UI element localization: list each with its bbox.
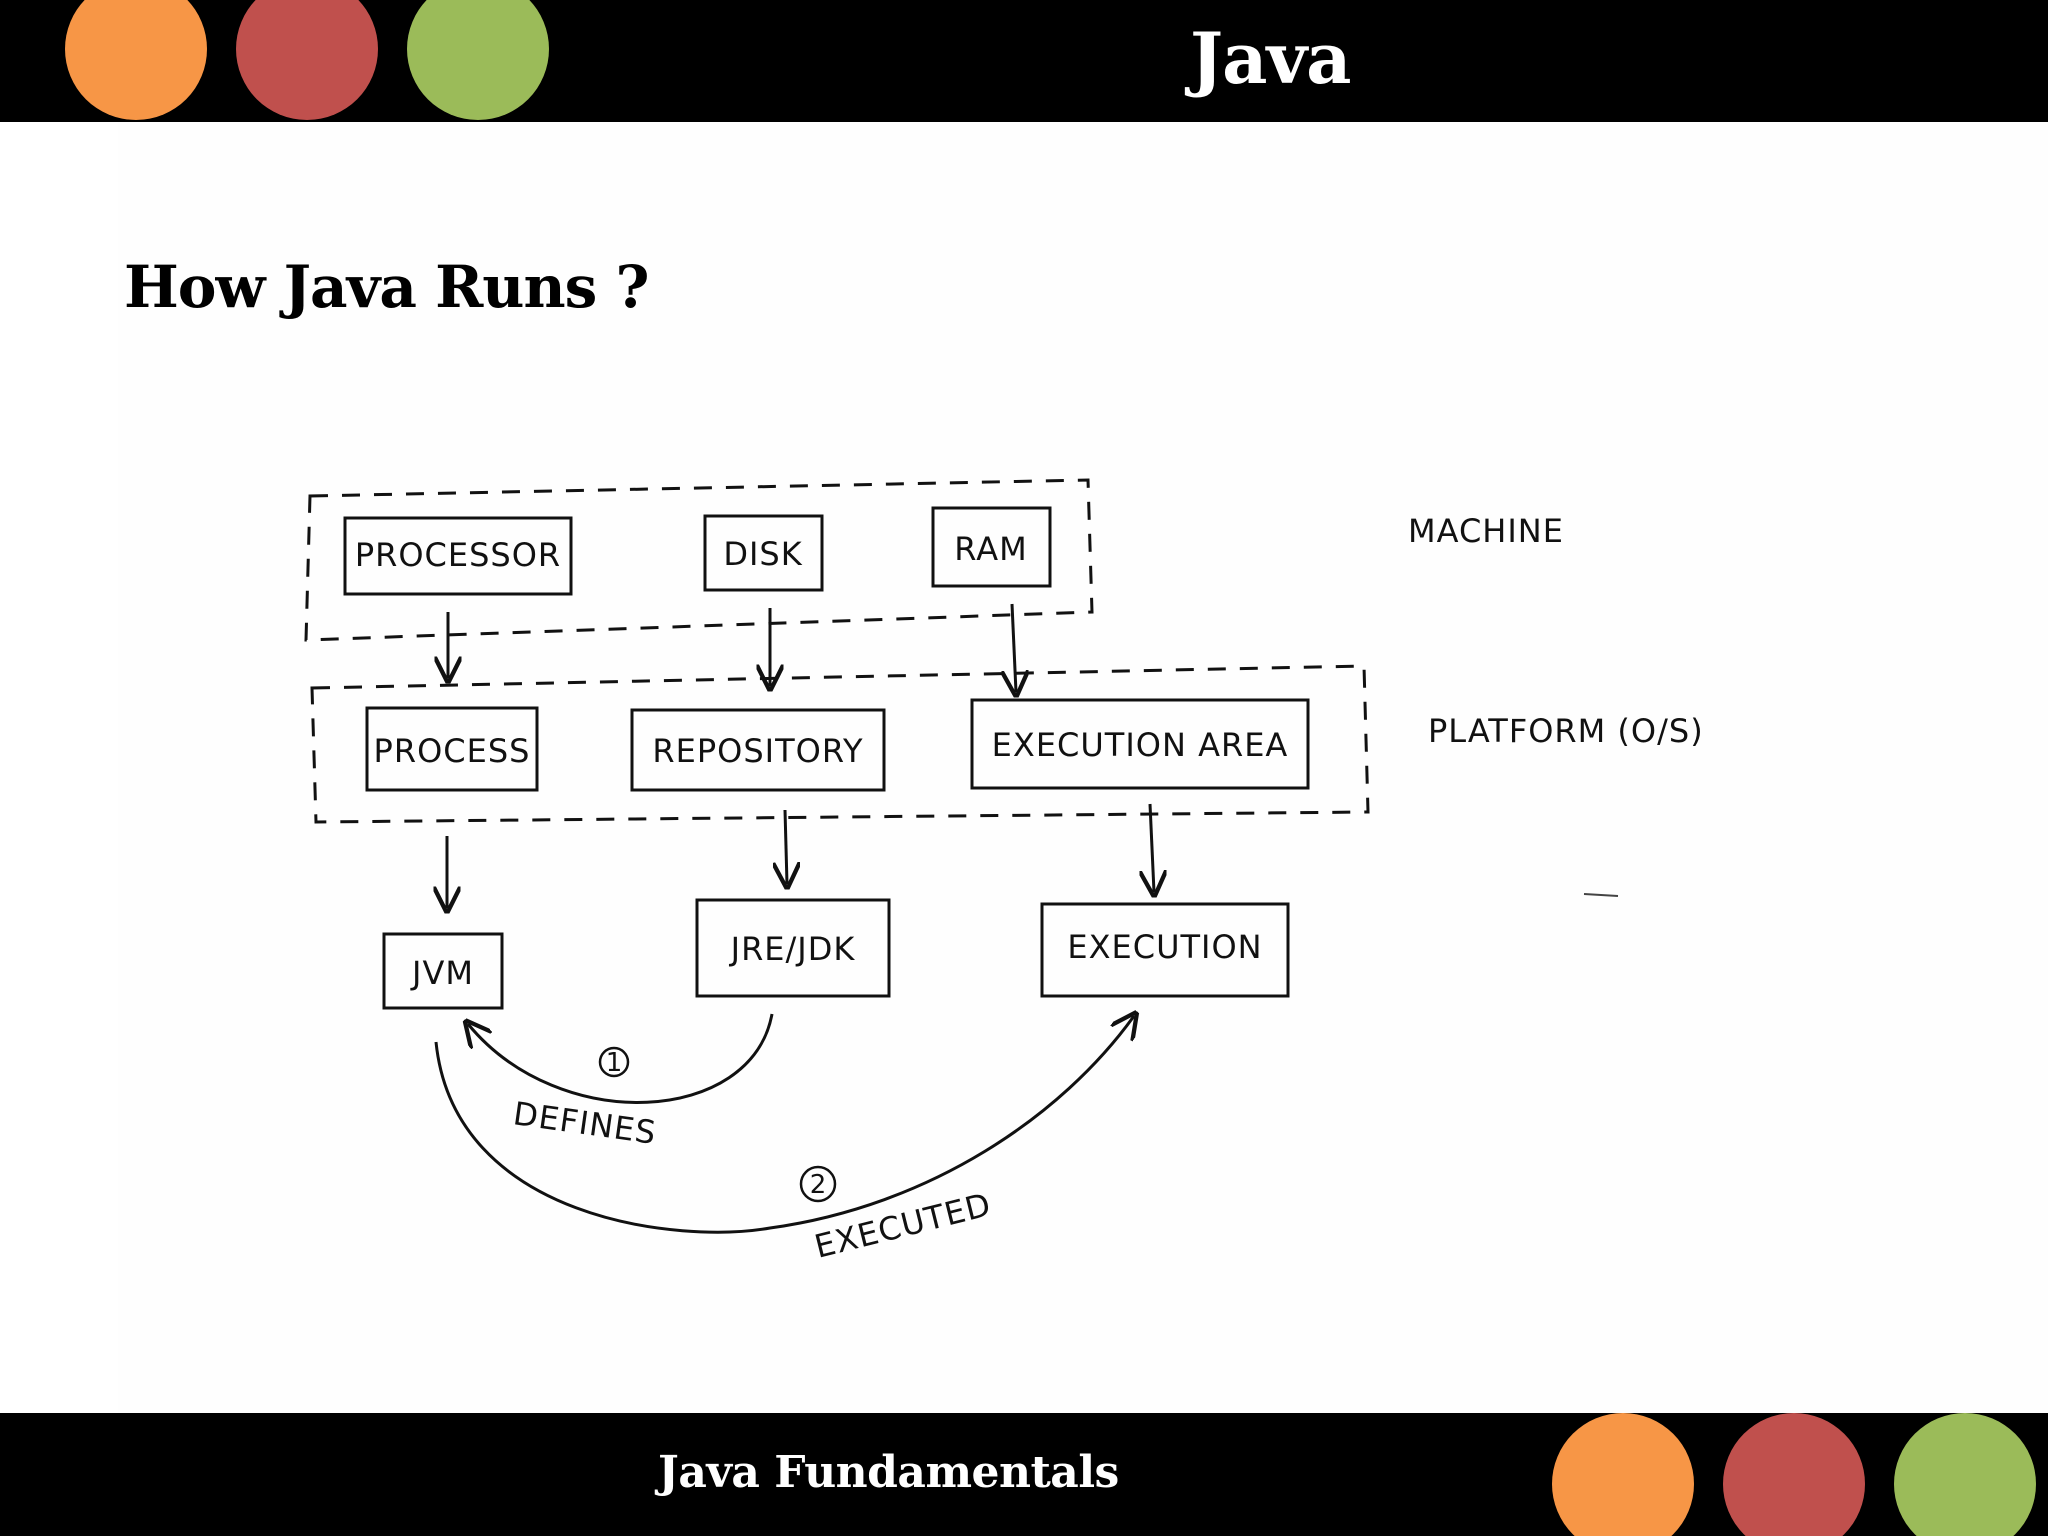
java-runtime-diagram: PROCESSOR DISK RAM MACHINE PROCESS REPOS… xyxy=(304,478,1704,1266)
orange-dot-icon xyxy=(65,0,207,120)
defines-arrow xyxy=(468,1013,774,1104)
header-title: Java xyxy=(1190,17,1352,100)
step-two-circle xyxy=(799,1165,837,1203)
red-dot-icon xyxy=(236,0,378,120)
processor-box xyxy=(343,516,573,596)
executed-label: EXECUTED xyxy=(811,1185,995,1266)
jvm-label: JVM xyxy=(410,954,474,992)
machine-group-border xyxy=(304,478,1094,642)
ram-label: RAM xyxy=(954,530,1027,568)
process-box xyxy=(365,706,539,792)
green-dot-icon xyxy=(1894,1413,2036,1536)
disk-box xyxy=(703,514,824,592)
footer-bar: Java Fundamentals xyxy=(0,1413,2048,1536)
execution-box xyxy=(1040,902,1290,998)
green-dot-icon xyxy=(407,0,549,120)
process-label: PROCESS xyxy=(374,732,531,770)
execution-area-label: EXECUTION AREA xyxy=(992,726,1289,764)
orange-dot-icon xyxy=(1552,1413,1694,1536)
jvm-box xyxy=(382,932,504,1010)
footer-title: Java Fundamentals xyxy=(658,1447,1119,1498)
step-one-number: 1 xyxy=(606,1048,623,1078)
jre-jdk-label: JRE/JDK xyxy=(729,930,856,968)
executed-arrow xyxy=(434,1016,1134,1234)
machine-layer-label: MACHINE xyxy=(1408,512,1564,550)
slide-heading: How Java Runs ? xyxy=(124,253,649,321)
header-bar: Java xyxy=(0,0,2048,122)
jre-jdk-box xyxy=(695,898,891,998)
red-dot-icon xyxy=(1723,1413,1865,1536)
repository-label: REPOSITORY xyxy=(652,732,863,770)
ram-box xyxy=(931,506,1052,588)
step-two-number: 2 xyxy=(810,1170,827,1200)
step-one-circle xyxy=(598,1046,630,1078)
diagram-background xyxy=(118,122,2048,1413)
execution-label: EXECUTION xyxy=(1067,928,1262,966)
execution-area-box xyxy=(970,698,1310,790)
repository-box xyxy=(630,708,886,792)
platform-layer-label: PLATFORM (O/S) xyxy=(1428,712,1704,750)
disk-label: DISK xyxy=(723,535,802,573)
platform-group-border xyxy=(310,664,1370,824)
processor-label: PROCESSOR xyxy=(355,536,561,574)
